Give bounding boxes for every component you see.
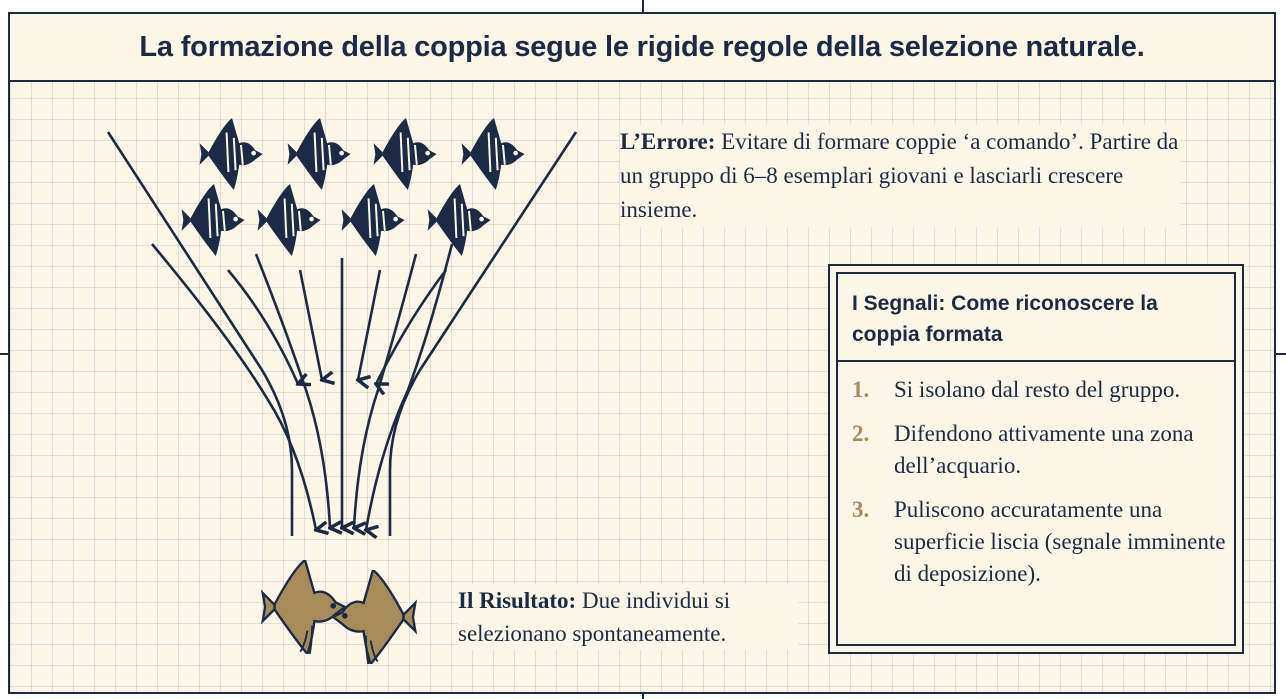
angelfish-icon <box>340 184 406 256</box>
angelfish-icon <box>286 118 352 190</box>
list-item-text: Difendono attivamente una zona dell’acqu… <box>894 421 1194 478</box>
registration-mark-bottom <box>642 694 644 699</box>
angelfish-icon <box>198 118 264 190</box>
result-label: Il Risultato: <box>458 588 577 613</box>
arrow-down-icon <box>358 269 382 380</box>
angelfish-icon <box>460 118 526 190</box>
arrow-down-icon <box>227 269 298 384</box>
error-label: L’Errore: <box>620 129 716 154</box>
error-description: Evitare di formare coppie ‘a comando’. P… <box>620 129 1179 222</box>
arrow-down-icon <box>376 269 448 384</box>
angelfish-icon <box>261 560 347 654</box>
list-item-number: 1. <box>852 377 870 402</box>
arrow-down-icon <box>151 243 316 530</box>
registration-mark-right <box>1276 353 1286 355</box>
error-note: L’Errore: Evitare di formare coppie ‘a c… <box>620 125 1180 227</box>
funnel-left-line <box>106 131 294 536</box>
arrow-down-icon <box>254 253 330 528</box>
angelfish-icon <box>331 570 417 664</box>
list-item: 2. Difendono attivamente una zona dell’a… <box>852 418 1234 482</box>
signals-title: I Segnali: Come riconoscere la coppia fo… <box>838 274 1234 362</box>
list-item-text: Puliscono accuratamente una superficie l… <box>894 497 1226 586</box>
list-item-number: 2. <box>852 421 870 446</box>
angelfish-icon <box>256 184 322 256</box>
funnel-right-line <box>388 131 578 536</box>
registration-mark-left <box>0 353 8 355</box>
title-banner: La formazione della coppia segue le rigi… <box>8 12 1276 82</box>
registration-mark-top <box>642 0 644 12</box>
list-item-text: Si isolano dal resto del gruppo. <box>894 377 1181 402</box>
angelfish-icon <box>180 184 246 256</box>
arrow-down-icon <box>298 269 322 380</box>
angelfish-icon <box>372 118 438 190</box>
page-title: La formazione della coppia segue le rigi… <box>139 30 1145 63</box>
list-item: 3. Puliscono accuratamente una superfici… <box>852 494 1234 590</box>
signals-panel-inner: I Segnali: Come riconoscere la coppia fo… <box>836 272 1236 646</box>
result-description: Due individui si selezionano spontaneame… <box>458 588 731 646</box>
list-item: 1. Si isolano dal resto del gruppo. <box>852 374 1234 406</box>
list-item-number: 3. <box>852 497 870 522</box>
arrow-down-icon <box>366 243 454 530</box>
angelfish-icon <box>426 184 492 256</box>
result-note: Il Risultato: Due individui si seleziona… <box>458 584 798 650</box>
signals-panel: I Segnali: Come riconoscere la coppia fo… <box>828 264 1244 654</box>
signals-list: 1. Si isolano dal resto del gruppo. 2. D… <box>838 362 1234 590</box>
